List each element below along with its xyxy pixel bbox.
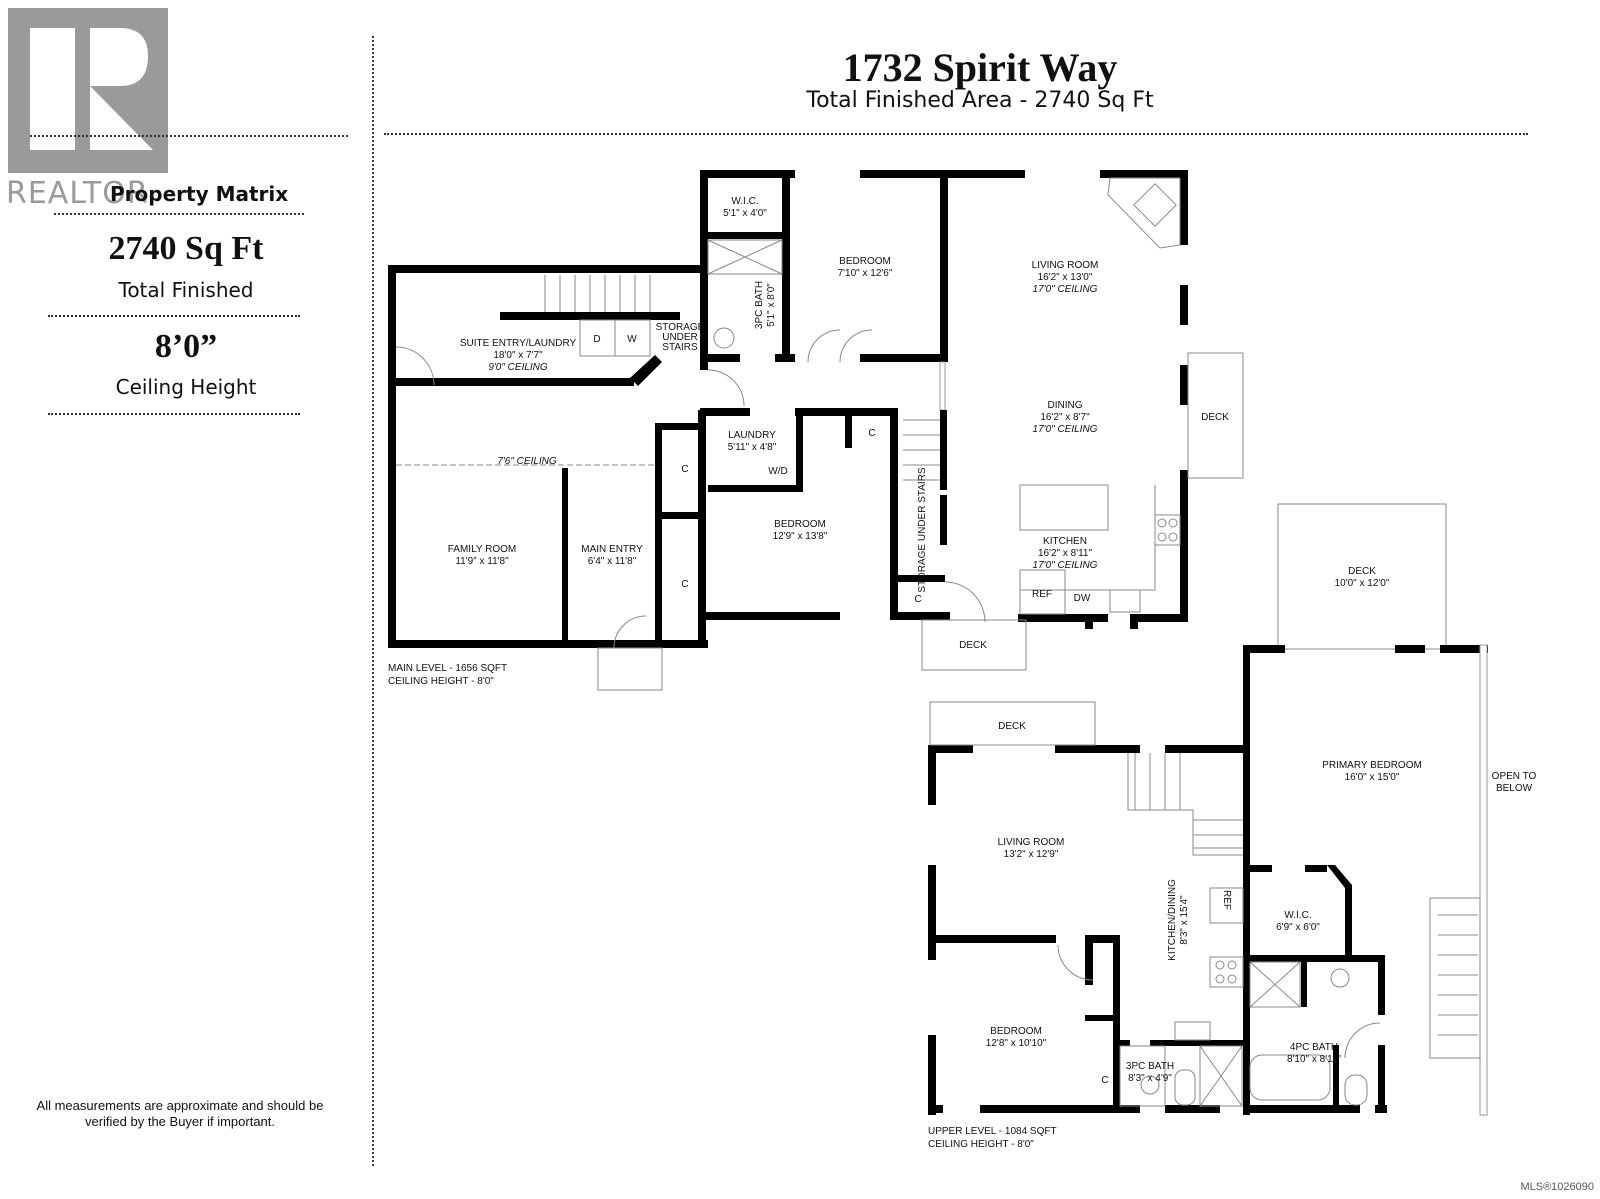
room-name: W.I.C. [1284, 910, 1311, 921]
divider [48, 413, 300, 415]
main-level-labels: W.I.C. 5'1" x 4'0" BEDROOM 7'10" x 12'6"… [448, 196, 1390, 651]
room-dims: 13'2" x 12'9" [1004, 849, 1059, 860]
room-dims: 16'2" x 13'0" [1038, 272, 1093, 283]
realtor-wordmark: REALTOR [6, 176, 149, 211]
room-name: LIVING ROOM [1032, 260, 1099, 271]
storage-label: STAIRS [662, 342, 698, 353]
closet-label: C [1101, 1075, 1108, 1086]
room-name: DINING [1048, 400, 1083, 411]
open-to-below: OPEN TO [1492, 771, 1537, 782]
room-name: SUITE ENTRY/LAUNDRY [460, 338, 577, 349]
level-label: MAIN LEVEL - 1656 SQFT [388, 663, 507, 674]
dryer-label: D [593, 334, 600, 345]
storage-label: UNDER [662, 332, 698, 343]
room-name: LAUNDRY [728, 430, 776, 441]
room-name: MAIN ENTRY [581, 544, 643, 555]
page-subtitle: Total Finished Area - 2740 Sq Ft [806, 88, 1154, 113]
room-dims: 16'2" x 8'11" [1038, 548, 1093, 559]
room-dims: 5'1" x 4'0" [723, 208, 767, 219]
dw-label: DW [1074, 593, 1091, 604]
room-dims: 8'3" x 4'9" [1128, 1073, 1172, 1084]
deck-label: DECK [1201, 412, 1229, 423]
provider-name: Property Matrix [110, 182, 289, 206]
closet-label: C [681, 579, 688, 590]
room-ceiling: 17'0" CEILING [1033, 424, 1098, 435]
divider [54, 213, 304, 215]
ceiling-label: Ceiling Height [115, 375, 257, 399]
ref-label: REF [1032, 589, 1052, 600]
room-name: 3PC BATH [1126, 1061, 1174, 1072]
room-dims: 6'4" x 11'8" [588, 556, 637, 567]
open-to-below: BELOW [1496, 783, 1533, 794]
room-dims: 16'0" x 15'0" [1345, 772, 1400, 783]
room-name: KITCHEN [1043, 536, 1087, 547]
storage-label: STORAGE UNDER STAIRS [917, 467, 928, 593]
deck-label: DECK [1348, 566, 1376, 577]
deck-label: DECK [998, 721, 1026, 732]
room-name: 4PC BATH [1290, 1042, 1338, 1053]
room-ceiling: 9'0" CEILING [488, 362, 548, 373]
divider [30, 135, 348, 137]
room-dims: 18'0" x 7'7" [493, 350, 543, 361]
realtor-logo [8, 8, 168, 173]
divider [48, 315, 300, 317]
main-level-caption: MAIN LEVEL - 1656 SQFT CEILING HEIGHT - … [388, 663, 507, 687]
room-name: W.I.C. [731, 196, 758, 207]
closet-label: C [868, 428, 875, 439]
divider [384, 133, 1528, 135]
level-ceiling: CEILING HEIGHT - 8'0" [388, 676, 494, 687]
room-dims: 6'9" x 6'0" [1276, 922, 1320, 933]
upper-level-fixtures [929, 701, 1481, 1107]
room-name: FAMILY ROOM [448, 544, 517, 555]
area-label: Total Finished [118, 278, 254, 302]
vertical-divider [372, 36, 374, 1166]
room-dims: 7'10" x 12'6" [838, 268, 893, 279]
upper-level-caption: UPPER LEVEL - 1084 SQFT CEILING HEIGHT -… [928, 1126, 1057, 1150]
room-dims: 8'10" x 8'11" [1287, 1054, 1342, 1065]
room-dims: 12'9" x 13'8" [773, 531, 828, 542]
main-level-walls [388, 170, 1188, 648]
level-ceiling: CEILING HEIGHT - 8'0" [928, 1139, 1034, 1150]
washer-label: W [627, 334, 637, 345]
main-level-fixtures [395, 177, 1447, 691]
ceiling-value: 8’0” [154, 328, 218, 365]
ceiling-note: 7'6" CEILING [497, 456, 557, 467]
storage-label: STORAGE [656, 322, 705, 333]
room-name: 3PC BATH [754, 281, 765, 329]
deck-dims: 10'0" x 12'0" [1335, 578, 1390, 589]
level-label: UPPER LEVEL - 1084 SQFT [928, 1126, 1057, 1137]
disclaimer: All measurements are approximate and sho… [36, 1098, 324, 1129]
ref-label: REF [1221, 890, 1232, 910]
closet-label: C [914, 594, 921, 605]
room-dims: 11'9" x 11'8" [455, 556, 509, 567]
area-value: 2740 Sq Ft [108, 230, 264, 267]
room-ceiling: 17'0" CEILING [1033, 560, 1098, 571]
upper-level-labels: DECK PRIMARY BEDROOM 16'0" x 15'0" LIVIN… [986, 721, 1537, 1086]
room-dims: 12'8" x 10'10" [986, 1038, 1047, 1049]
room-ceiling: 17'0" CEILING [1033, 284, 1098, 295]
room-name: LIVING ROOM [998, 837, 1065, 848]
room-name: PRIMARY BEDROOM [1322, 760, 1422, 771]
room-name: BEDROOM [990, 1026, 1042, 1037]
mls-number: MLS®1026090 [1520, 1181, 1594, 1193]
room-dims: 5'11" x 4'8" [728, 442, 777, 453]
page-title: 1732 Spirit Way [842, 45, 1118, 90]
room-name: KITCHEN/DINING [1167, 879, 1178, 961]
room-dims: 5'1" x 8'0" [766, 283, 777, 327]
room-name: BEDROOM [774, 519, 826, 530]
deck-label: DECK [959, 640, 987, 651]
washer-dryer-label: W/D [768, 466, 787, 477]
closet-label: C [681, 464, 688, 475]
room-dims: 16'2" x 8'7" [1040, 412, 1090, 423]
room-name: BEDROOM [839, 256, 891, 267]
room-dims: 8'3" x 15'4" [1179, 895, 1190, 945]
upper-level-walls [928, 644, 1488, 1116]
